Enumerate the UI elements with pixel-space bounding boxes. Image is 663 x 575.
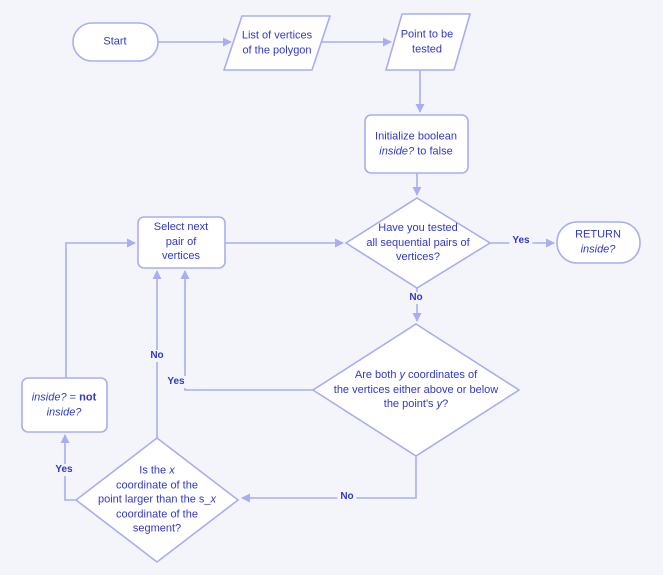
edge-label-yes-return: Yes xyxy=(509,235,533,247)
edge-y-coords-no-to-x-coord xyxy=(241,456,417,503)
edge-label-yes-toggle: Yes xyxy=(52,464,76,476)
point-input-parallelogram xyxy=(384,13,472,71)
point-input-label: Point to be tested xyxy=(400,28,454,55)
edge-label-no-ray: No xyxy=(147,350,167,362)
edge-y-coords-yes-to-select xyxy=(180,270,313,391)
x-coord-decision-diamond xyxy=(74,436,240,564)
init-process-shape xyxy=(364,114,469,174)
toggle-inside-label: inside? = not inside? xyxy=(31,391,97,418)
vertices-input-parallelogram xyxy=(222,15,332,71)
toggle-inside-process-shape xyxy=(21,377,108,433)
x-coord-label: Is the x coordinate of the point larger … xyxy=(97,464,217,535)
select-next-label: Select next pair of vertices xyxy=(153,221,209,263)
select-next-process-shape xyxy=(137,216,226,269)
return-terminator-shape xyxy=(556,221,641,264)
start-terminator-shape xyxy=(72,22,159,62)
edge-label-no-more: No xyxy=(406,292,426,304)
vertices-input-label: List of vertices of the polygon xyxy=(241,29,313,56)
edge-label-no-xtest: No xyxy=(337,491,357,503)
start-label: Start xyxy=(103,35,127,48)
return-label: RETURN inside? xyxy=(575,228,621,255)
tested-all-decision-diamond xyxy=(344,197,492,289)
edge-toggle-to-select xyxy=(65,238,136,378)
y-coords-label: Are both y coordinates of the vertices e… xyxy=(333,369,499,411)
init-label: Initialize boolean inside? to false xyxy=(375,130,457,157)
edge-x-coord-yes-to-toggle xyxy=(60,434,76,501)
edge-label-yes-skip: Yes xyxy=(164,376,188,388)
y-coords-decision-diamond xyxy=(311,323,521,457)
tested-all-label: Have you tested all sequential pairs of … xyxy=(366,222,470,264)
